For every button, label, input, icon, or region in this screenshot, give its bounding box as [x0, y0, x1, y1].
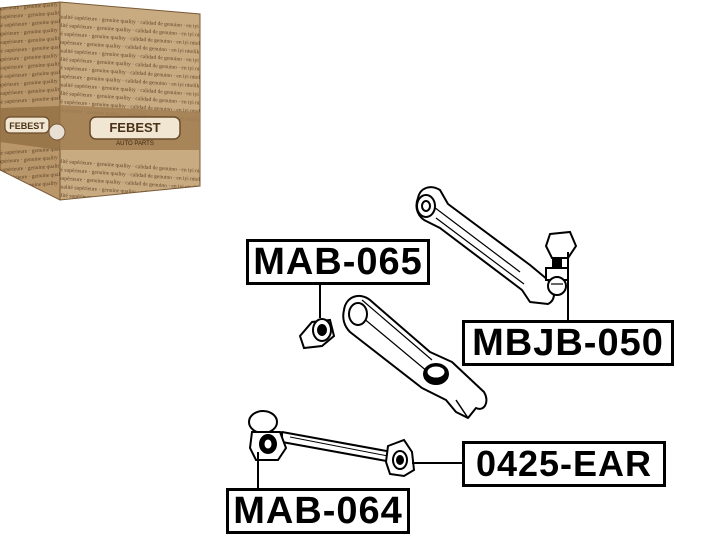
box-pattern-line: qualité supérieure · genuine quality · c… [48, 164, 720, 224]
part-label-mbjb050: MBJB-050 [462, 320, 674, 366]
bushing-mab065 [298, 318, 336, 350]
box-small-logo-plate [4, 116, 50, 134]
box-seal-icon [48, 123, 66, 141]
box-brand-sub: AUTO PARTS [116, 141, 154, 147]
part-label-0425ear: 0425-EAR [462, 441, 666, 487]
box-brand-text: FEBEST [109, 120, 160, 135]
lateral-link [281, 431, 393, 463]
part-label-mab064: MAB-064 [226, 488, 410, 534]
upper-control-arm [415, 186, 555, 305]
box-pattern-line: qualité supérieure · genuine quality · c… [58, 182, 720, 242]
box-pattern-line: qualité supérieure · genuine quality · c… [43, 173, 720, 233]
box-small-logo-text: FEBEST [9, 121, 45, 131]
bushing-mab064 [248, 410, 288, 461]
product-box: qualité supérieure · genuine quality · c… [0, 0, 720, 242]
bushing-0425ear [384, 438, 416, 478]
box-pattern-line: qualité supérieure · genuine quality · c… [0, 0, 720, 13]
ball-joint [544, 230, 578, 296]
lower-control-arm [342, 294, 488, 419]
part-label-mab065: MAB-065 [246, 239, 430, 285]
box-logo-plate [89, 116, 181, 140]
